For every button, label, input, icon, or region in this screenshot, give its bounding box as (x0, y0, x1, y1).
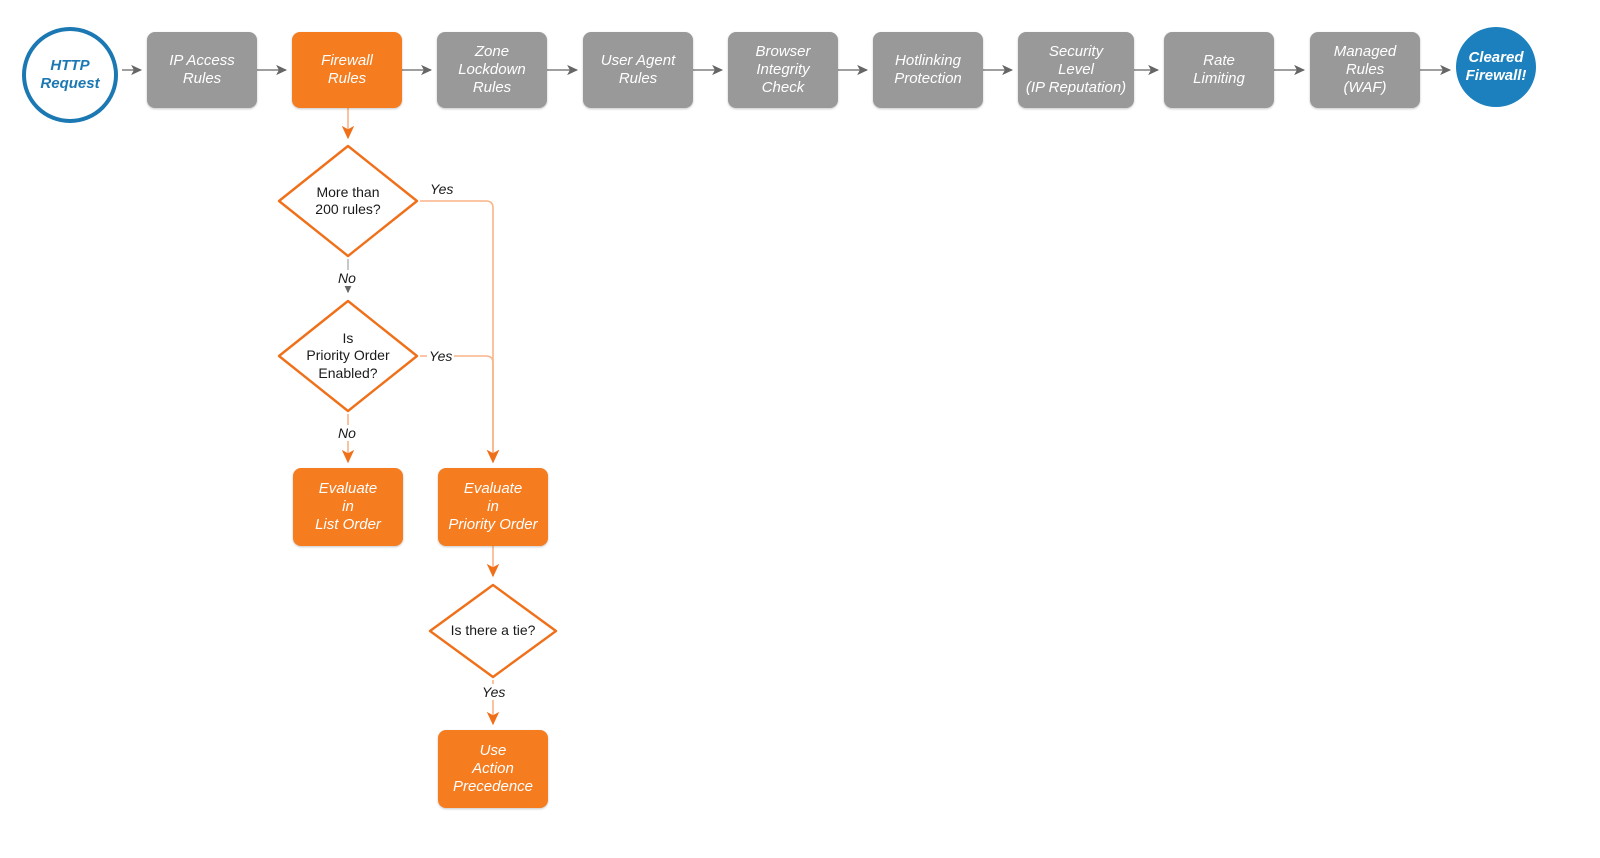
edge-label-no-priority-order: No (336, 425, 358, 441)
node-evaluate-in-list-order[interactable]: Evaluate in List Order (293, 468, 403, 546)
diamond-shape (277, 144, 419, 258)
node-label: Firewall Rules (321, 51, 373, 87)
decision-is-priority-order-enabled[interactable]: Is Priority Order Enabled? (276, 298, 420, 414)
node-security-level[interactable]: Security Level (IP Reputation) (1018, 32, 1134, 108)
decision-more-than-200-rules[interactable]: More than 200 rules? (276, 143, 420, 259)
diamond-shape (428, 583, 558, 679)
edge-label-text: Yes (429, 348, 453, 364)
decision-label: Is there a tie? (450, 622, 536, 639)
decision-is-there-a-tie[interactable]: Is there a tie? (427, 582, 559, 680)
edge-label-text: Yes (482, 684, 506, 700)
edge-label-text: No (338, 270, 356, 286)
node-label: Rate Limiting (1193, 51, 1245, 87)
node-user-agent-rules[interactable]: User Agent Rules (583, 32, 693, 108)
edge-label-text: No (338, 425, 356, 441)
decision-label: More than 200 rules? (315, 183, 381, 218)
node-hotlinking-protection[interactable]: Hotlinking Protection (873, 32, 983, 108)
edge-yes-more-than-200 (420, 200, 500, 464)
edge-yes-priority-order (420, 355, 500, 464)
node-label: IP Access Rules (169, 51, 235, 87)
node-rate-limiting[interactable]: Rate Limiting (1164, 32, 1274, 108)
node-managed-rules-waf[interactable]: Managed Rules (WAF) (1310, 32, 1420, 108)
diamond-shape (277, 299, 419, 413)
node-label: Zone Lockdown Rules (458, 42, 526, 97)
node-label: Use Action Precedence (452, 741, 534, 796)
node-firewall-rules[interactable]: Firewall Rules (292, 32, 402, 108)
node-zone-lockdown-rules[interactable]: Zone Lockdown Rules (437, 32, 547, 108)
node-label: Cleared Firewall! (1465, 48, 1527, 84)
decision-label: Is Priority Order Enabled? (306, 329, 390, 381)
node-evaluate-in-priority-order[interactable]: Evaluate in Priority Order (438, 468, 548, 546)
node-label: Security Level (IP Reputation) (1025, 42, 1127, 97)
edge-label-yes-is-there-a-tie: Yes (480, 684, 508, 700)
node-label: User Agent Rules (600, 51, 676, 87)
node-browser-integrity-check[interactable]: Browser Integrity Check (728, 32, 838, 108)
node-label: Hotlinking Protection (894, 51, 962, 87)
node-http-request[interactable]: HTTP Request (22, 27, 118, 123)
edge-label-yes-priority-order: Yes (427, 348, 455, 364)
edge-label-yes-more-than-200: Yes (428, 181, 456, 197)
node-label: Browser Integrity Check (755, 42, 811, 97)
node-label: Managed Rules (WAF) (1333, 42, 1397, 97)
node-label: Evaluate in Priority Order (448, 479, 538, 534)
node-ip-access-rules[interactable]: IP Access Rules (147, 32, 257, 108)
node-label: HTTP Request (40, 56, 100, 92)
edge-label-text: Yes (430, 181, 454, 197)
node-cleared-firewall[interactable]: Cleared Firewall! (1456, 27, 1536, 107)
node-label: Evaluate in List Order (315, 479, 381, 534)
node-use-action-precedence[interactable]: Use Action Precedence (438, 730, 548, 808)
edge-label-no-more-than-200: No (336, 270, 358, 286)
